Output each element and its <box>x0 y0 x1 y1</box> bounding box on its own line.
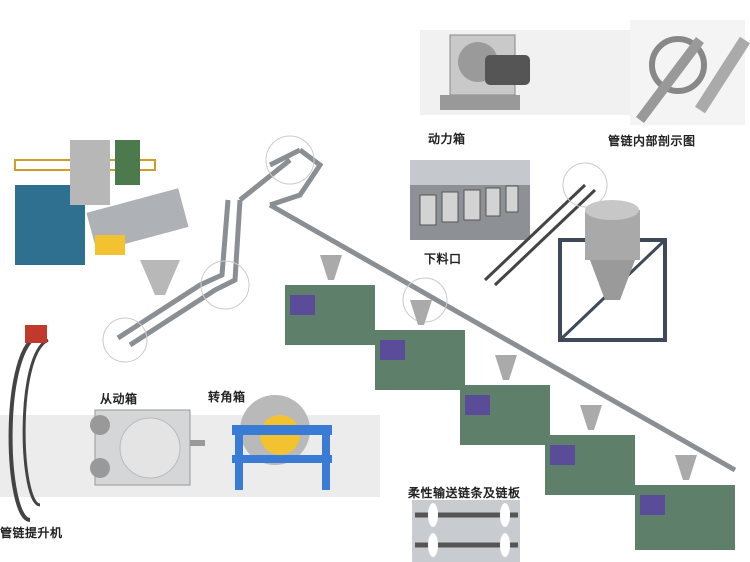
extruders <box>285 255 735 550</box>
label-driven-box: 从动箱 <box>100 392 138 406</box>
chain-plates-image <box>412 500 520 562</box>
mixer-unit <box>14 140 189 295</box>
silo <box>558 200 667 342</box>
power-box-image <box>420 30 630 115</box>
callout-circles <box>102 135 608 363</box>
driven-box <box>90 409 205 486</box>
label-chain-plates: 柔性输送链条及链板 <box>408 486 521 500</box>
corner-box <box>232 395 332 490</box>
label-discharge-port: 下料口 <box>424 252 462 266</box>
label-power-box: 动力箱 <box>428 132 466 146</box>
label-corner-box: 转角箱 <box>208 390 246 404</box>
cutaway-image <box>630 20 750 125</box>
label-cutaway: 管链内部剖示图 <box>608 134 696 148</box>
lifter-head <box>25 325 47 343</box>
label-chain-lifter: 管链提升机 <box>0 526 63 540</box>
discharge-port-image <box>410 160 530 240</box>
